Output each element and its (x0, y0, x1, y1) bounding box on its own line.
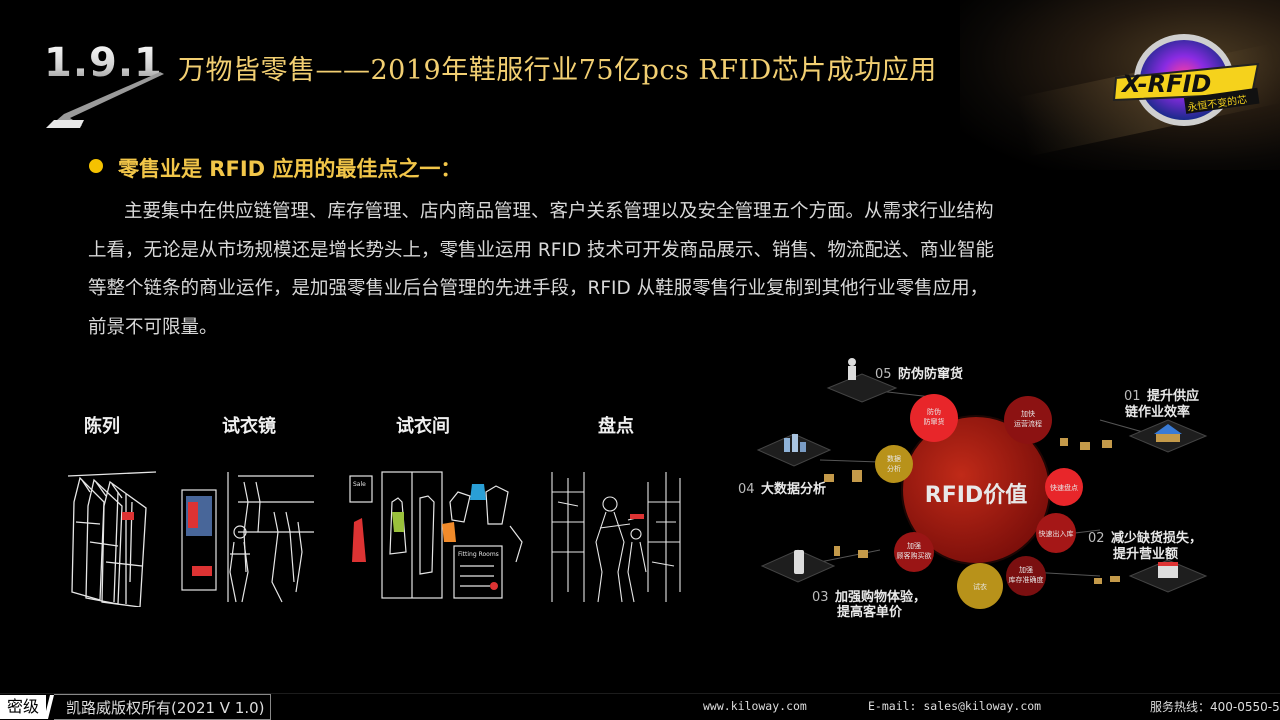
paragraph-line: 主要集中在供应链管理、库存管理、店内商品管理、客户关系管理以及安全管理五个方面。… (124, 201, 994, 222)
phone-icon (794, 550, 804, 574)
value-text-01b: 链作业效率 (1124, 404, 1190, 420)
svg-text:快速出入库: 快速出入库 (1039, 529, 1074, 538)
svg-text:加快: 加快 (1021, 409, 1035, 418)
body-paragraph: 主要集中在供应链管理、库存管理、店内商品管理、客户关系管理以及安全管理五个方面。… (88, 193, 1148, 347)
bullet-dot-icon (89, 159, 103, 173)
svg-text:顾客购买欲: 顾客购买欲 (897, 551, 932, 560)
scene-label-inventory: 盘点 (598, 416, 634, 437)
rfid-value-diagram: RFID价值 防伪 防窜货 加快 运营流程 快速盘点 快速出入库 加强 库存准确… (738, 358, 1208, 620)
store-icon (1158, 562, 1178, 578)
svg-text:加强: 加强 (1019, 565, 1033, 574)
paragraph-line: 等整个链条的商业运作，是加强零售业后台管理的先进手段，RFID 从鞋服零售行业复… (88, 278, 989, 299)
mirror-sketch (181, 472, 314, 603)
small-circle-fast-inout: 快速出入库 (1036, 513, 1076, 553)
paragraph-line: 前景不可限量。 (88, 316, 218, 338)
scene-label-fitting-room: 试衣间 (396, 416, 450, 437)
value-label-01: 01 (1124, 389, 1141, 404)
small-circle-try-on: 试衣 (957, 563, 1003, 609)
svg-text:Sale: Sale (353, 481, 366, 488)
footer-secret-level: 密级 (0, 695, 46, 719)
inventory-sketch (551, 472, 681, 603)
value-label-03: 03 (812, 590, 829, 605)
svg-text:数据: 数据 (887, 454, 901, 463)
svg-text:分析: 分析 (887, 464, 901, 473)
footer-email-link[interactable]: E-mail: sales@kiloway.com (868, 699, 1042, 713)
warehouse-icon (1154, 424, 1182, 442)
fitting-room-sketch: Sale Fitting Rooms (349, 471, 523, 599)
paragraph-line: 上看，无论是从市场规模还是增长势头上，零售业运用 RFID 技术可开发商品展示、… (88, 239, 994, 261)
footer-divider (0, 693, 1280, 694)
diagram-center-label: RFID价值 (925, 482, 1027, 508)
value-text-03a: 加强购物体验， (834, 589, 926, 605)
x-rfid-logo: X-RFID 永恒不变的芯 (1112, 34, 1260, 126)
svg-text:库存准确度: 库存准确度 (1009, 575, 1044, 584)
small-circle-fast-count: 快速盘点 (1045, 468, 1083, 506)
footer-website-link[interactable]: www.kiloway.com (703, 699, 807, 713)
small-circle-purchase-desire: 加强 顾客购买欲 (894, 532, 934, 572)
person-icon (848, 358, 856, 380)
value-text-01a: 提升供应 (1147, 388, 1199, 404)
value-text-05: 防伪防窜货 (898, 366, 963, 382)
svg-text:运营流程: 运营流程 (1014, 419, 1042, 428)
small-circle-data-analysis: 数据 分析 (875, 445, 913, 483)
scene-label-display: 陈列 (84, 416, 120, 437)
value-label-05: 05 (875, 367, 892, 382)
footer-slash-decoration (44, 695, 54, 719)
svg-text:快速盘点: 快速盘点 (1050, 483, 1078, 492)
svg-text:Fitting Rooms: Fitting Rooms (458, 551, 499, 558)
svg-text:试衣: 试衣 (973, 582, 987, 591)
svg-text:防窜货: 防窜货 (924, 417, 945, 426)
small-circle-anticounterfeit: 防伪 防窜货 (910, 394, 958, 442)
bullet-heading: 零售业是 RFID 应用的最佳点之一： (118, 157, 462, 181)
page-title: 万物皆零售——2019年鞋服行业75亿pcs RFID芯片成功应用 (178, 55, 937, 86)
footer-hotline: 服务热线：400-0550-5 (1150, 700, 1280, 714)
section-number: 1.9.1 (44, 40, 163, 86)
header-slash-decoration (46, 72, 164, 128)
svg-text:防伪: 防伪 (927, 407, 941, 416)
scene-label-mirror: 试衣镜 (222, 416, 276, 437)
value-text-04: 大数据分析 (761, 481, 826, 497)
svg-text:X-RFID: X-RFID (1120, 70, 1211, 98)
small-circle-inventory-accuracy: 加强 库存准确度 (1006, 556, 1046, 596)
value-text-02a: 减少缺货损失， (1111, 530, 1202, 546)
clothes-rack-sketch (67, 471, 157, 607)
small-circle-speed-ops: 加快 运营流程 (1004, 396, 1052, 444)
city-icon (784, 434, 806, 452)
value-text-03b: 提高客单价 (837, 604, 903, 620)
svg-text:加强: 加强 (907, 541, 921, 550)
value-label-02: 02 (1088, 531, 1105, 546)
footer-copyright: 凯路威版权所有(2021 V 1.0) (66, 699, 265, 717)
value-text-02b: 提升营业额 (1113, 546, 1178, 562)
value-label-04: 04 (738, 482, 755, 497)
